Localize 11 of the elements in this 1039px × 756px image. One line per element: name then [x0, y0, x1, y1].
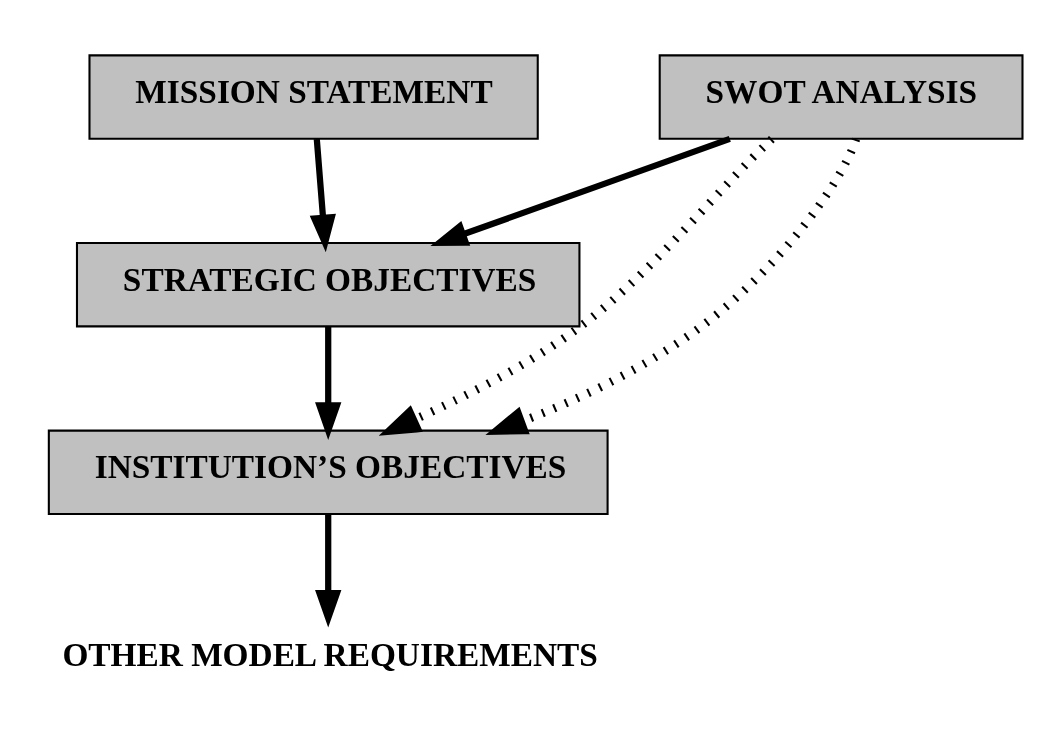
- node-box: INSTITUTION’S OBJECTIVES: [47, 429, 609, 515]
- arrow: [309, 138, 336, 252]
- arrow: [315, 326, 342, 440]
- arrow: [378, 135, 775, 436]
- node-box: MISSION STATEMENT: [88, 53, 539, 140]
- node-box: STRATEGIC OBJECTIVES: [75, 241, 581, 327]
- arrow: [485, 137, 861, 435]
- arrow: [430, 135, 731, 246]
- node-text: OTHER MODEL REQUIREMENTS: [62, 635, 598, 673]
- node-box: SWOT ANALYSIS: [658, 53, 1024, 140]
- arrow: [315, 513, 342, 628]
